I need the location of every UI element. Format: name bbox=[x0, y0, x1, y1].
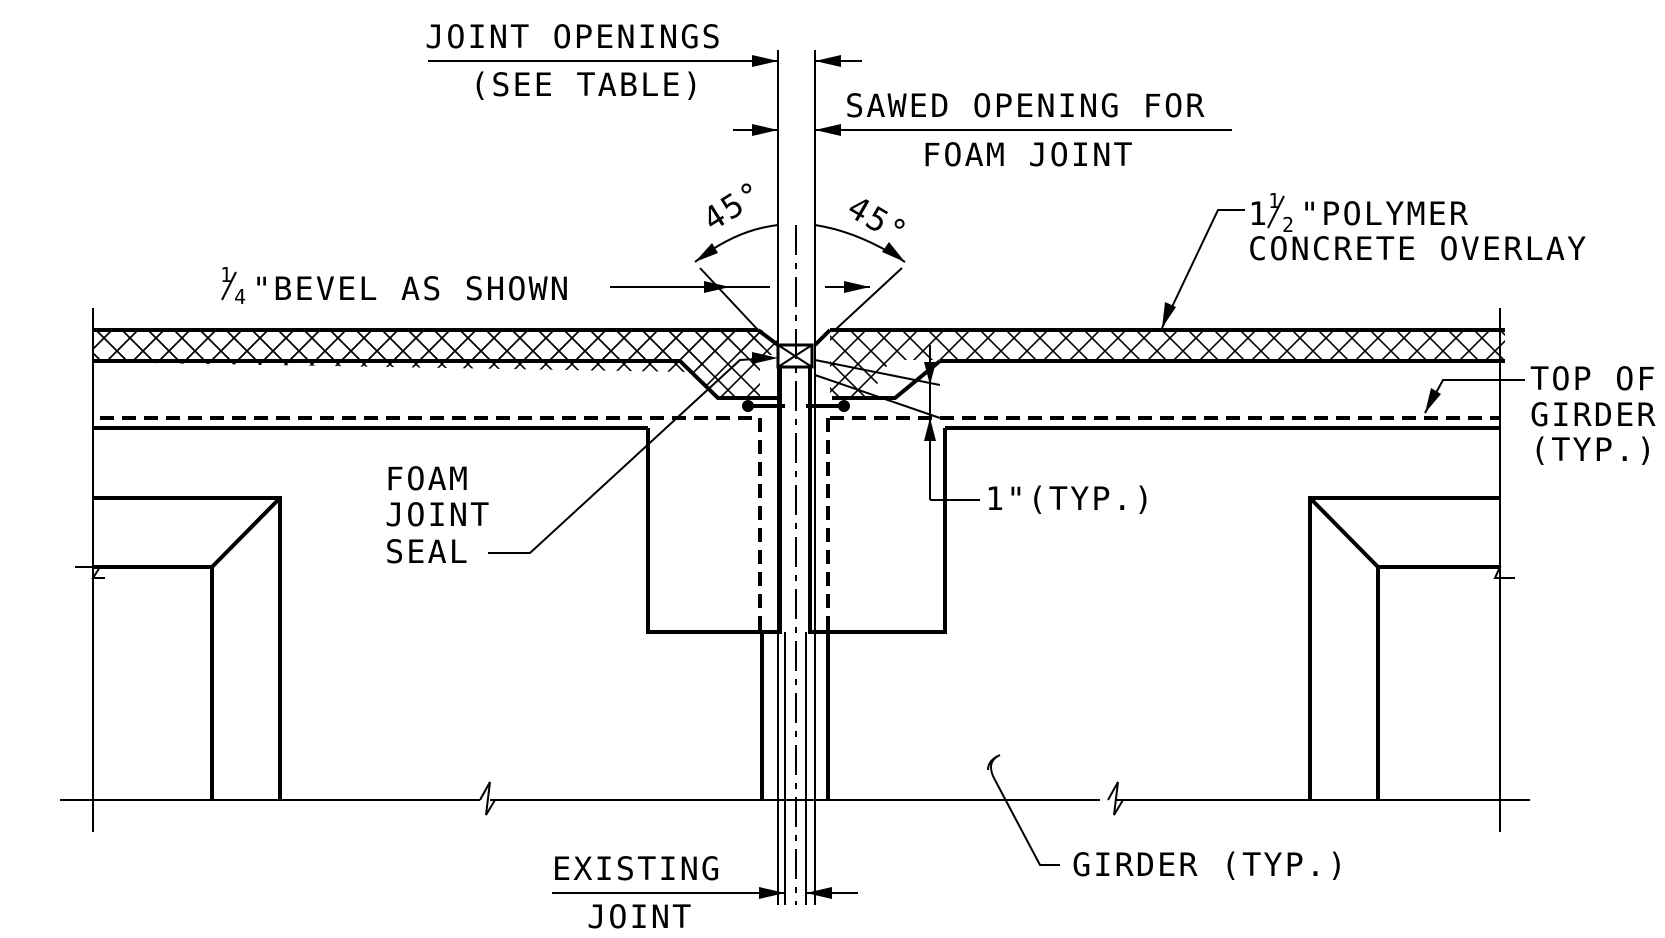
svg-text:1: 1 bbox=[1268, 189, 1282, 213]
label-existing: EXISTING bbox=[552, 850, 722, 888]
label-foam-joint: FOAM JOINT bbox=[922, 136, 1135, 174]
label-seal: SEAL bbox=[385, 533, 470, 571]
svg-text:1: 1 bbox=[1248, 195, 1269, 233]
joint-openings-dimension bbox=[428, 55, 862, 67]
label-joint-openings: JOINT OPENINGS bbox=[425, 18, 723, 56]
label-polymer-overlay: 1 1 2 "POLYMER CONCRETE OVERLAY bbox=[1248, 189, 1588, 268]
label-one-inch: 1"(TYP.) bbox=[985, 480, 1155, 518]
label-see-table: (SEE TABLE) bbox=[470, 66, 704, 104]
foam-seal-leader bbox=[488, 352, 778, 554]
joint-centerlines bbox=[777, 50, 816, 905]
angle-arcs bbox=[694, 224, 906, 331]
svg-text:CONCRETE OVERLAY: CONCRETE OVERLAY bbox=[1248, 230, 1588, 268]
polymer-overlay bbox=[93, 328, 1505, 400]
svg-text:4: 4 bbox=[234, 285, 248, 309]
top-of-girder-line bbox=[100, 416, 1500, 635]
label-girder-typ: GIRDER (TYP.) bbox=[1072, 846, 1348, 884]
svg-text:"BEVEL AS SHOWN: "BEVEL AS SHOWN bbox=[252, 270, 571, 308]
label-angle-right: 45° bbox=[841, 188, 915, 253]
deck-and-girders bbox=[60, 308, 1530, 832]
svg-text:2: 2 bbox=[1282, 213, 1296, 237]
overlay-leader bbox=[1161, 209, 1245, 329]
one-inch-dimension bbox=[814, 345, 980, 501]
label-top-of: TOP OF bbox=[1530, 360, 1658, 398]
label-sawed-opening: SAWED OPENING FOR bbox=[845, 87, 1207, 125]
label-joint: JOINT bbox=[385, 496, 491, 534]
sawed-opening-dimension bbox=[733, 124, 1232, 136]
svg-text:"POLYMER: "POLYMER bbox=[1300, 195, 1470, 233]
label-girder-typ-small: (TYP.) bbox=[1530, 431, 1658, 469]
existing-joint-dimension bbox=[552, 887, 858, 899]
bevel-leader bbox=[610, 281, 870, 293]
label-bevel: 1 4 "BEVEL AS SHOWN bbox=[220, 263, 571, 309]
label-girder: GIRDER bbox=[1530, 396, 1658, 434]
top-of-girder-leader bbox=[1424, 379, 1525, 414]
svg-text:1: 1 bbox=[220, 263, 234, 287]
girder-leader bbox=[987, 754, 1060, 866]
label-foam: FOAM bbox=[385, 460, 470, 498]
label-existing-joint: JOINT bbox=[587, 898, 693, 936]
